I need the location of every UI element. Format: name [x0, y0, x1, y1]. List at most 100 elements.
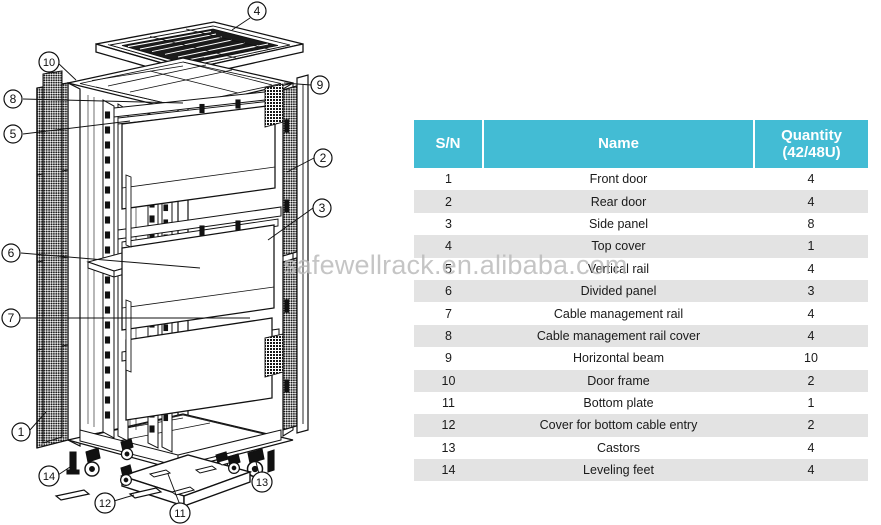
callout-12: 12: [94, 492, 116, 514]
part-cable-entry-cover: [54, 487, 163, 501]
callout-bubble-12: [94, 492, 116, 514]
row-cell-sn: 10: [414, 369, 483, 392]
callout-bubble-9: [310, 75, 330, 95]
row-cell-sn: 8: [414, 324, 483, 348]
callout-9: 9: [310, 75, 330, 95]
row-cell-name: Cover for bottom cable entry: [483, 414, 754, 437]
callout-7: 7: [1, 308, 21, 328]
callout-bubble-2: [313, 148, 333, 168]
row-cell-name: Top cover: [483, 235, 754, 258]
callout-11: 11: [169, 502, 191, 524]
callout-label-7: 7: [8, 311, 15, 325]
row-cell-name: Divided panel: [483, 279, 754, 303]
callout-bubble-11: [169, 502, 191, 524]
row-cell-name: Castors: [483, 436, 754, 460]
callout-label-12: 12: [99, 498, 111, 510]
callout-5: 5: [3, 124, 23, 144]
callout-bubble-6: [1, 243, 21, 263]
row-cell-quantity: 4: [754, 436, 868, 460]
callout-label-2: 2: [320, 151, 327, 165]
row-cell-quantity: 4: [754, 257, 868, 280]
callout-label-5: 5: [10, 127, 17, 141]
row-cell-sn: 11: [414, 391, 483, 415]
row-cell-quantity: 4: [754, 459, 868, 482]
column-header-sn: S/N: [414, 120, 484, 168]
callout-1: 1: [11, 422, 31, 442]
row-cell-quantity: 1: [754, 391, 868, 415]
callout-4: 4: [247, 1, 267, 21]
callout-bubble-13: [251, 471, 273, 493]
column-header-name: Name: [483, 120, 755, 168]
row-cell-quantity: 4: [754, 190, 868, 213]
row-cell-name: Cable management rail cover: [483, 324, 754, 348]
row-cell-name: Side panel: [483, 212, 754, 236]
part-rear-door: [264, 74, 309, 434]
row-cell-quantity: 10: [754, 347, 868, 370]
rack-diagram: 4 10 9 8 5 2 3 6 7 1 14 13 12 11: [1, 1, 333, 524]
callout-14: 14: [38, 465, 60, 487]
row-cell-quantity: 2: [754, 414, 868, 437]
table-header-row: S/N Name Quantity (42/48U): [414, 120, 868, 168]
callout-label-3: 3: [319, 201, 326, 215]
callout-bubble-7: [1, 308, 21, 328]
row-cell-sn: 12: [414, 414, 483, 437]
callout-layer: 4 10 9 8 5 2 3 6 7 1 14 13 12 11: [1, 1, 333, 524]
callout-bubble-5: [3, 124, 23, 144]
row-cell-sn: 4: [414, 235, 483, 258]
row-cell-quantity: 3: [754, 279, 868, 303]
row-cell-name: Leveling feet: [483, 459, 754, 482]
column-header-quantity: Quantity (42/48U): [754, 120, 868, 168]
row-cell-quantity: 2: [754, 369, 868, 392]
part-bottom-plate: [119, 453, 253, 507]
callout-2: 2: [313, 148, 333, 168]
callout-bubble-1: [11, 422, 31, 442]
callout-label-1: 1: [18, 425, 25, 439]
row-cell-name: Cable management rail: [483, 302, 754, 325]
callout-8: 8: [3, 89, 23, 109]
column-header-quantity-line2: (42/48U): [782, 144, 841, 161]
callout-bubble-4: [247, 1, 267, 21]
rack-diagram-panel: 4 10 9 8 5 2 3 6 7 1 14 13 12 11: [0, 0, 400, 525]
row-cell-quantity: 4: [754, 302, 868, 325]
row-cell-sn: 14: [414, 459, 483, 482]
row-cell-name: Front door: [483, 168, 754, 191]
row-cell-name: Bottom plate: [483, 391, 754, 415]
callout-6: 6: [1, 243, 21, 263]
callout-label-4: 4: [254, 4, 261, 18]
part-front-door: [42, 70, 63, 444]
row-cell-sn: 3: [414, 212, 483, 236]
row-cell-name: Vertical rail: [483, 257, 754, 280]
part-base-rails: [79, 429, 282, 474]
row-cell-quantity: 4: [754, 168, 868, 191]
callout-label-14: 14: [43, 471, 55, 483]
column-header-quantity-line1: Quantity: [781, 126, 842, 144]
callout-label-8: 8: [10, 92, 17, 106]
row-cell-sn: 7: [414, 302, 483, 325]
table-header: S/N Name Quantity (42/48U): [414, 120, 868, 168]
row-cell-sn: 6: [414, 279, 483, 303]
callout-13: 13: [251, 471, 273, 493]
row-cell-quantity: 8: [754, 212, 868, 236]
callout-label-6: 6: [8, 246, 15, 260]
callout-3: 3: [312, 198, 332, 218]
callout-bubble-3: [312, 198, 332, 218]
part-front-panels: [121, 104, 276, 421]
callout-10: 10: [38, 51, 60, 73]
row-cell-sn: 1: [414, 168, 483, 191]
callout-bubble-10: [38, 51, 60, 73]
callout-label-9: 9: [317, 78, 324, 92]
